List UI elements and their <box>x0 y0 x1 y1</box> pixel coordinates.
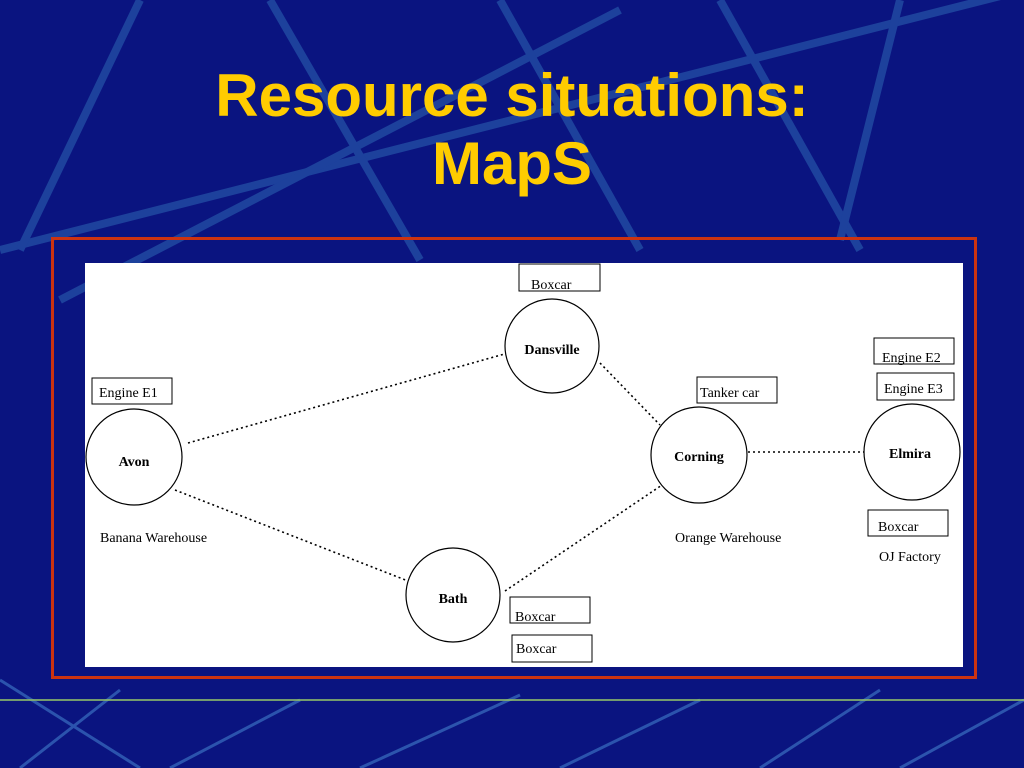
svg-text:Tanker car: Tanker car <box>700 386 760 401</box>
place-label-oj-factory: OJ Factory <box>879 550 941 565</box>
box-elmira-boxcar: Boxcar <box>867 509 949 537</box>
node-label-dansville: Dansville <box>524 343 579 358</box>
box-avon-engine: Engine E1 <box>91 377 173 405</box>
svg-text:Engine E1: Engine E1 <box>99 386 158 401</box>
box-elmira-engine-e2: Engine E2 <box>873 337 955 366</box>
node-elmira: Elmira <box>863 403 961 501</box>
node-label-corning: Corning <box>674 450 724 465</box>
route-dansville-corning <box>599 362 661 426</box>
box-corning-tanker: Tanker car <box>696 376 778 404</box>
box-bath-boxcar-1: Boxcar <box>509 596 591 625</box>
slide-title: Resource situations: MapS <box>0 62 1024 198</box>
box-bath-boxcar-2: Boxcar <box>511 634 593 663</box>
node-bath: Bath <box>405 547 501 643</box>
svg-text:Boxcar: Boxcar <box>878 520 919 535</box>
node-label-bath: Bath <box>439 592 468 607</box>
box-elmira-engine-e3: Engine E3 <box>876 372 955 401</box>
node-avon: Avon <box>85 408 183 506</box>
svg-text:Boxcar: Boxcar <box>516 642 557 657</box>
node-corning: Corning <box>650 406 748 504</box>
route-bath-corning <box>504 484 663 592</box>
title-line-1: Resource situations: <box>215 62 809 129</box>
svg-text:Boxcar: Boxcar <box>515 610 556 625</box>
node-label-elmira: Elmira <box>889 447 931 462</box>
svg-text:Boxcar: Boxcar <box>531 278 572 293</box>
box-dansville-boxcar: Boxcar <box>518 263 601 293</box>
route-avon-bath <box>174 489 409 582</box>
node-dansville: Dansville <box>504 298 600 394</box>
diagram-frame <box>51 237 977 679</box>
place-label-orange-warehouse: Orange Warehouse <box>675 531 781 546</box>
node-label-avon: Avon <box>119 455 150 470</box>
svg-text:Engine E3: Engine E3 <box>884 382 943 397</box>
route-avon-dansville <box>187 352 509 444</box>
place-label-banana-warehouse: Banana Warehouse <box>100 531 207 546</box>
title-line-2: MapS <box>431 130 593 197</box>
map-diagram: Dansville Avon Corning Elmira Bath Boxca… <box>85 263 961 663</box>
svg-text:Engine E2: Engine E2 <box>882 351 941 366</box>
map-panel: Dansville Avon Corning Elmira Bath Boxca… <box>85 263 963 667</box>
